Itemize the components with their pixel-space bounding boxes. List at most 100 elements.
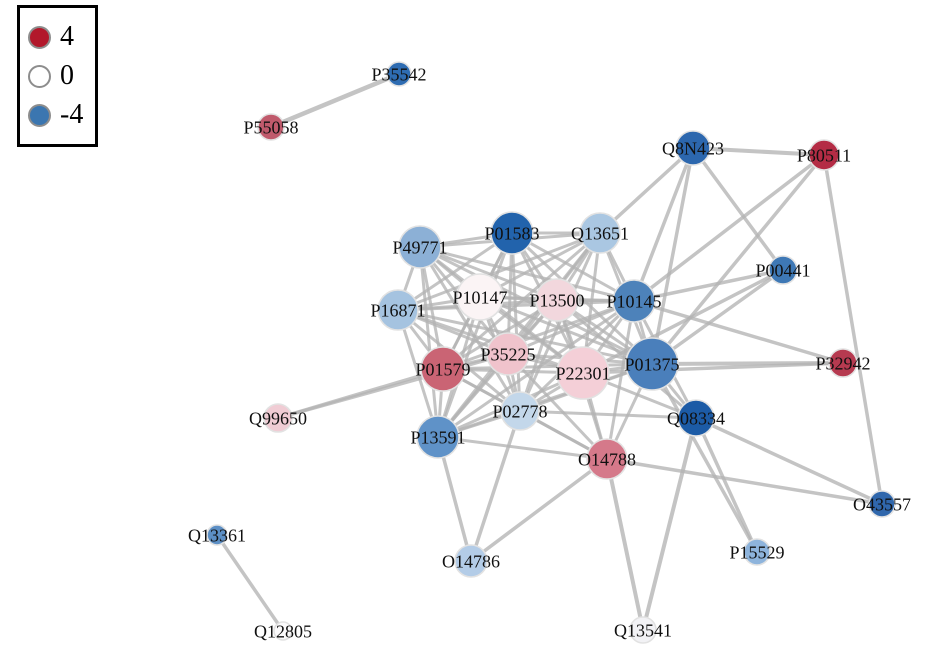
edge-Q08334-P02778 (518, 409, 698, 420)
node-P00441[interactable] (768, 255, 798, 285)
node-P16871[interactable] (377, 289, 419, 331)
edge-Q13541-O14788 (605, 457, 645, 632)
edge-P00441-P10145 (632, 268, 785, 303)
node-label-P10147: P10147 (452, 287, 507, 307)
node-label-P02778: P02778 (492, 401, 547, 421)
node-P35225[interactable] (486, 332, 530, 376)
node-P01375[interactable] (625, 337, 679, 391)
node-P35542[interactable] (386, 61, 412, 87)
node-P22301[interactable] (556, 346, 610, 400)
edge-Q13651-P16871 (396, 231, 602, 312)
legend-label-min: -4 (60, 99, 84, 130)
node-label-P35542: P35542 (371, 64, 426, 84)
node-label-O43557: O43557 (853, 494, 911, 514)
edge-Q8N423-P80511 (691, 146, 826, 157)
node-label-Q12805: Q12805 (254, 621, 312, 641)
node-P01583[interactable] (490, 211, 534, 255)
edge-Q8N423-Q13651 (598, 146, 695, 235)
node-label-Q08334: Q08334 (667, 408, 725, 428)
edge-P80511-P10145 (632, 153, 826, 303)
edge-Q99650-P35225 (276, 352, 510, 420)
node-P10145[interactable] (612, 279, 656, 323)
edge-P49771-P10145 (418, 245, 636, 303)
edge-P10145-P13591 (436, 299, 636, 439)
edge-Q8N423-P01375 (650, 146, 695, 366)
node-label-O14786: O14786 (442, 551, 500, 571)
node-label-P01583: P01583 (484, 223, 539, 243)
edge-O14788-P13591 (436, 435, 609, 461)
edge-O14786-O14788 (469, 457, 609, 563)
node-label-P55058: P55058 (243, 117, 298, 137)
node-label-O14788: O14788 (578, 449, 636, 469)
node-label-P32942: P32942 (815, 353, 870, 373)
node-label-P35225: P35225 (480, 344, 535, 364)
edge-Q13361-Q12805 (215, 533, 285, 633)
node-O14786[interactable] (454, 544, 488, 578)
node-Q13541[interactable] (629, 616, 657, 644)
node-P10147[interactable] (456, 273, 504, 321)
node-label-P16871: P16871 (370, 300, 425, 320)
edge-P49771-P13591 (418, 245, 440, 439)
node-label-P80511: P80511 (797, 145, 851, 165)
legend-row-mid: 0 (28, 62, 95, 90)
edge-Q13651-P02778 (518, 231, 602, 413)
edge-P15529-Q08334 (694, 416, 759, 554)
node-P13500[interactable] (535, 278, 579, 322)
node-P01579[interactable] (420, 346, 466, 392)
node-P80511[interactable] (808, 139, 840, 171)
node-P49771[interactable] (398, 225, 442, 269)
node-label-P01375: P01375 (624, 354, 679, 374)
node-O43557[interactable] (868, 490, 896, 518)
node-label-Q8N423: Q8N423 (662, 138, 724, 158)
edge-P16871-P13591 (396, 308, 440, 439)
node-Q13361[interactable] (206, 524, 228, 546)
node-label-P13500: P13500 (529, 290, 584, 310)
edge-O43557-Q08334 (694, 416, 884, 506)
node-P15529[interactable] (743, 538, 771, 566)
edge-O14786-P02778 (469, 409, 522, 563)
edge-Q8N423-P10145 (632, 146, 695, 303)
edge-Q13541-Q08334 (641, 416, 698, 632)
legend-row-max: 4 (28, 23, 95, 51)
node-label-Q13651: Q13651 (571, 223, 629, 243)
edge-P32942-P10145 (632, 299, 845, 365)
node-label-Q99650: Q99650 (249, 408, 307, 428)
legend-swatch-red (28, 25, 51, 49)
node-label-P01579: P01579 (415, 359, 470, 379)
legend-swatch-blue (28, 103, 51, 127)
node-P13591[interactable] (416, 415, 460, 459)
edge-O14788-P10145 (605, 299, 636, 461)
node-layer (206, 61, 896, 644)
edge-P80511-P01375 (650, 153, 826, 366)
color-legend: 4 0 -4 (17, 5, 98, 147)
node-Q08334[interactable] (677, 399, 715, 437)
edge-P80511-O43557 (822, 153, 884, 506)
edge-P10145-P01579 (441, 299, 636, 371)
node-Q99650[interactable] (263, 403, 293, 433)
node-Q13651[interactable] (579, 212, 621, 254)
edge-P55058-P35542 (268, 71, 402, 130)
edge-P16871-P01375 (396, 308, 654, 366)
node-P32942[interactable] (828, 348, 858, 378)
legend-swatch-white (28, 64, 51, 88)
node-label-P10145: P10145 (606, 291, 661, 311)
edge-P01375-P01579 (441, 362, 654, 371)
node-label-P13591: P13591 (410, 427, 465, 447)
node-label-P00441: P00441 (755, 260, 810, 280)
legend-label-mid: 0 (60, 60, 74, 91)
node-label-P22301: P22301 (555, 363, 610, 383)
node-P02778[interactable] (500, 391, 540, 431)
node-label-P15529: P15529 (729, 542, 784, 562)
node-P55058[interactable] (257, 113, 285, 141)
node-O14788[interactable] (586, 438, 628, 480)
legend-row-min: -4 (28, 101, 95, 129)
node-Q8N423[interactable] (675, 130, 711, 166)
edge-P01583-P16871 (396, 231, 514, 312)
node-Q12805[interactable] (273, 621, 293, 641)
edge-P10145-P16871 (396, 299, 636, 312)
edge-O43557-O14788 (605, 457, 884, 506)
node-label-Q13541: Q13541 (614, 620, 672, 640)
